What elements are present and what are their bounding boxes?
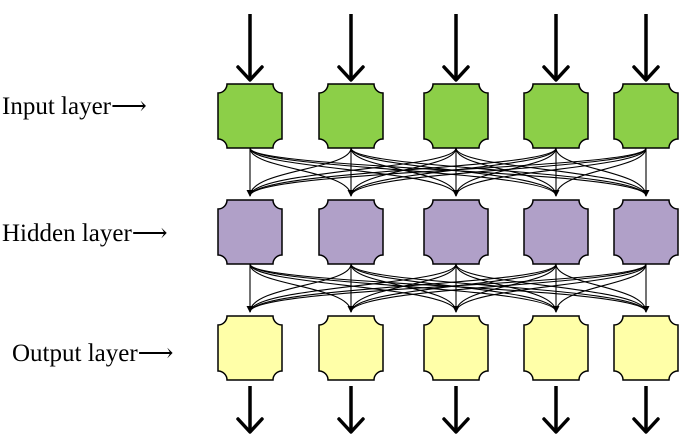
output-arrowhead-3 — [542, 417, 570, 434]
nodes-group — [217, 83, 679, 381]
output-arrowhead-2 — [442, 417, 470, 434]
output-arrowhead-4 — [632, 417, 660, 434]
edge-l1-n3-to-n2 — [452, 263, 557, 313]
output-arrowhead-1 — [337, 417, 365, 434]
edge-l0-n4-to-n3 — [552, 147, 647, 197]
edge-l0-n4-to-n2 — [452, 147, 647, 197]
hidden-layer-label: Hidden layer⟶ — [2, 220, 168, 247]
io-arrows-group — [236, 14, 660, 434]
input-node-0 — [217, 83, 283, 149]
edge-l0-n4-to-n1 — [347, 147, 647, 197]
edge-l0-n3-to-n0 — [246, 147, 557, 197]
output-node-1 — [318, 315, 384, 381]
output-node-4 — [613, 315, 679, 381]
input-arrowhead-2 — [442, 65, 470, 82]
edge-l0-n2-to-n0 — [246, 147, 457, 197]
hidden-node-3 — [523, 199, 589, 265]
edge-l1-n4-to-n1 — [347, 263, 647, 313]
hidden-node-1 — [318, 199, 384, 265]
output-layer-label: Output layer⟶ — [12, 340, 174, 367]
input-node-4 — [613, 83, 679, 149]
edge-l0-n0-to-n3 — [249, 147, 560, 197]
output-arrowhead-0 — [236, 417, 264, 434]
output-node-0 — [217, 315, 283, 381]
hidden-node-0 — [217, 199, 283, 265]
input-arrowhead-3 — [542, 65, 570, 82]
input-layer-label: Input layer⟶ — [2, 93, 147, 120]
edge-l1-n2-to-n0 — [246, 263, 457, 313]
edge-l1-n0-to-n3 — [249, 263, 560, 313]
edge-l1-n3-to-n0 — [246, 263, 557, 313]
input-arrowhead-4 — [632, 65, 660, 82]
hidden-node-2 — [423, 199, 489, 265]
edge-l0-n4-to-n0 — [246, 147, 647, 197]
connections-group — [246, 147, 650, 313]
edge-l1-n4-to-n3 — [552, 263, 647, 313]
input-node-3 — [523, 83, 589, 149]
input-node-2 — [423, 83, 489, 149]
edge-l1-n1-to-n0 — [246, 263, 352, 313]
edge-l1-n4-to-n2 — [452, 263, 647, 313]
output-node-3 — [523, 315, 589, 381]
output-node-2 — [423, 315, 489, 381]
input-node-1 — [318, 83, 384, 149]
edge-l0-n1-to-n0 — [246, 147, 352, 197]
edge-l1-n4-to-n0 — [246, 263, 647, 313]
hidden-node-4 — [613, 199, 679, 265]
input-arrowhead-1 — [337, 65, 365, 82]
input-arrowhead-0 — [236, 65, 264, 82]
edge-l0-n3-to-n2 — [452, 147, 557, 197]
